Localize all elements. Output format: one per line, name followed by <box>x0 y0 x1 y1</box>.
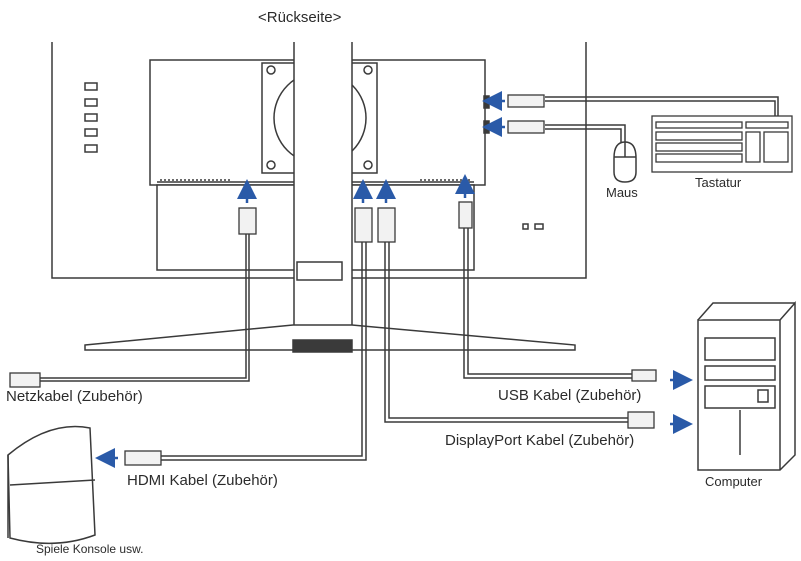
label-netzkabel: Netzkabel (Zubehör) <box>6 388 143 405</box>
monitor-stand <box>84 42 576 353</box>
computer-tower-icon <box>697 301 796 471</box>
usb-mouse-connector <box>507 120 545 134</box>
hdmi-plug-end <box>124 450 162 466</box>
label-maus: Maus <box>606 185 638 200</box>
keyboard-icon <box>651 115 793 173</box>
label-computer: Computer <box>705 474 763 489</box>
direction-arrows <box>95 91 693 468</box>
game-console-icon <box>7 425 96 545</box>
usb-plug-end <box>631 369 657 382</box>
usb-upstream-connector <box>458 201 473 229</box>
mouse-icon <box>613 141 637 183</box>
hdmi-connector <box>354 207 373 243</box>
label-hdmi-kabel: HDMI Kabel (Zubehör) <box>127 472 278 489</box>
displayport-plug-end <box>627 411 655 429</box>
cables <box>40 96 779 461</box>
power-connector <box>238 207 257 235</box>
power-plug-end <box>9 372 41 388</box>
page-title: <Rückseite> <box>258 9 342 26</box>
label-tastatur: Tastatur <box>695 175 742 190</box>
label-displayport-kabel: DisplayPort Kabel (Zubehör) <box>445 432 635 449</box>
label-spiele-konsole: Spiele Konsole usw. <box>36 542 144 556</box>
displayport-connector <box>377 207 396 243</box>
connectors <box>9 94 657 466</box>
usb-keyboard-connector <box>507 94 545 108</box>
label-usb-kabel: USB Kabel (Zubehör) <box>498 387 642 404</box>
